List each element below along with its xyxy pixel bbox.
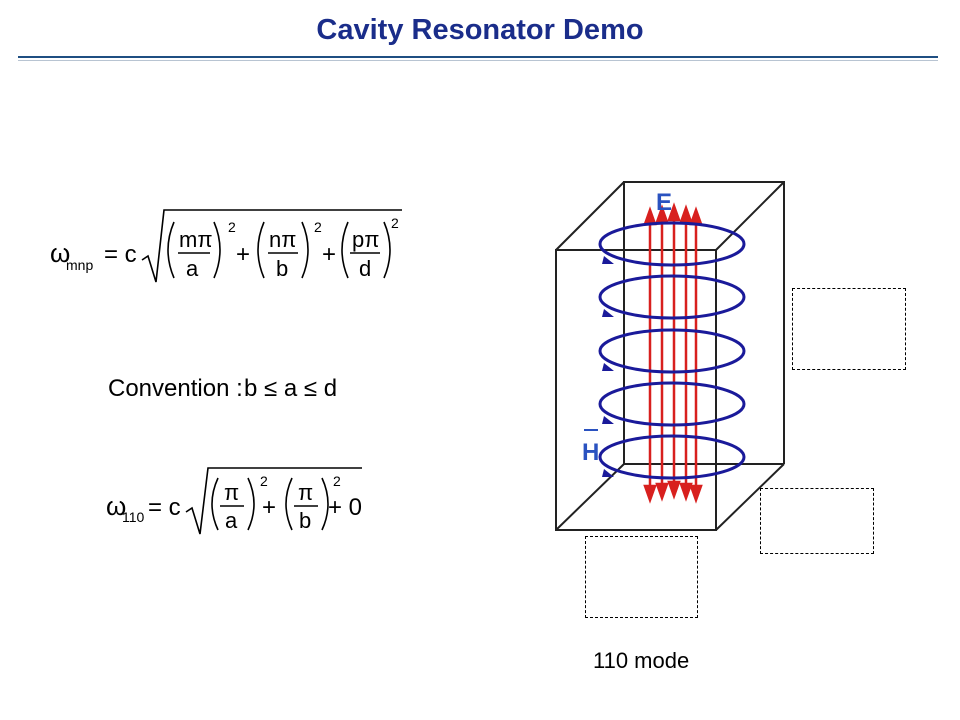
omega-110-symbol: ω (106, 491, 126, 521)
convention-relation: b ≤ a ≤ d (244, 375, 337, 402)
omega-subscript: mnp (66, 257, 93, 273)
e-field-label: E (656, 189, 672, 216)
omega-symbol: ω (50, 238, 70, 268)
plus-1: + (236, 241, 250, 268)
general-resonance-equation: ω mnp = c mπ a 2 + nπ b 2 + pπ d 2 (50, 209, 402, 283)
term1-110-numerator: π (224, 480, 239, 505)
term3-power: 2 (391, 215, 399, 231)
equals-c: = c (104, 241, 137, 268)
convention-label: Convention : (108, 375, 243, 402)
mode-110-equation: ω 110 = c π a 2 + π b 2 + 0 (106, 467, 362, 535)
slide-title: Cavity Resonator Demo (316, 14, 644, 46)
h-field-loops (598, 221, 746, 480)
term2-denominator: b (276, 256, 288, 281)
sqrt-radical (141, 209, 402, 283)
title-divider (18, 56, 938, 58)
term2-110-power: 2 (333, 473, 341, 489)
box-back-face (623, 181, 785, 464)
term1-denominator: a (186, 256, 199, 281)
placeholder-box-right (792, 288, 906, 370)
term1-power: 2 (228, 219, 236, 235)
term2-numerator: nπ (269, 227, 296, 252)
placeholder-box-lower-right (760, 488, 874, 554)
convention-line: Convention : b ≤ a ≤ d (108, 375, 337, 402)
term1-numerator: mπ (179, 227, 213, 252)
mode-caption: 110 mode (593, 648, 690, 673)
term2-110-denominator: b (299, 508, 311, 533)
plus-zero: + 0 (328, 494, 362, 521)
term1-110-power: 2 (260, 473, 268, 489)
plus-110: + (262, 494, 276, 521)
title-divider-shadow (18, 60, 938, 61)
sqrt-radical-110 (185, 467, 362, 535)
plus-2: + (322, 241, 336, 268)
term2-110-numerator: π (298, 480, 313, 505)
term3-numerator: pπ (352, 227, 379, 252)
term3-denominator: d (359, 256, 371, 281)
placeholder-box-bottom (585, 536, 698, 618)
box-front-face (555, 249, 717, 531)
equals-c-110: = c (148, 494, 181, 521)
h-loop-arrows (602, 256, 614, 477)
term1-110-denominator: a (225, 508, 238, 533)
term2-power: 2 (314, 219, 322, 235)
omega-110-subscript: 110 (122, 509, 145, 525)
h-field-label: H (582, 439, 599, 466)
